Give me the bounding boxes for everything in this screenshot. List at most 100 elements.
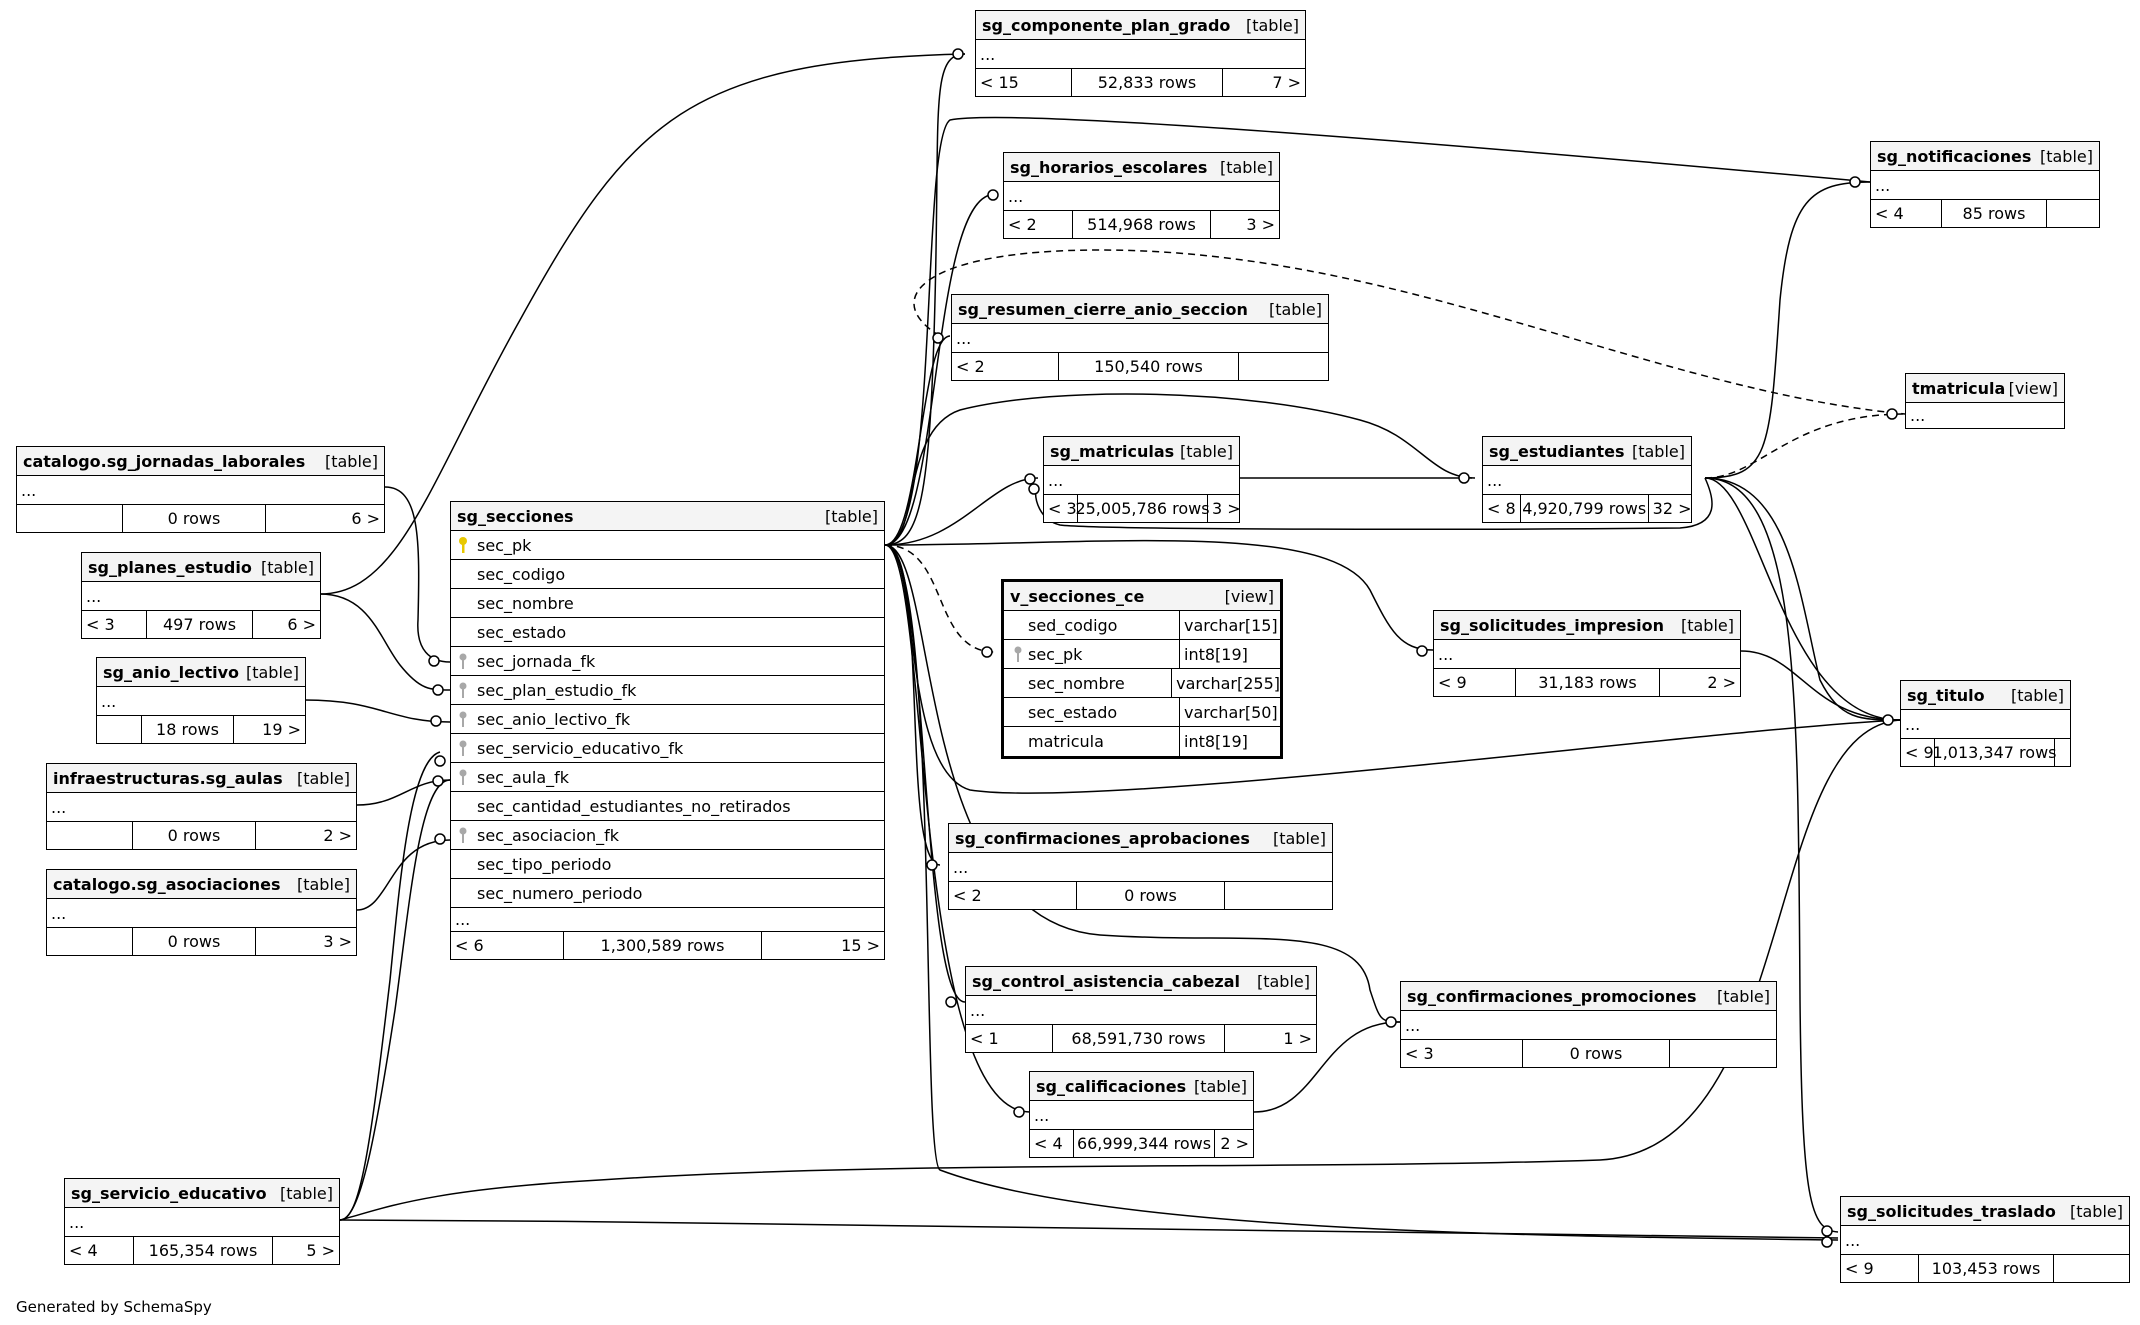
table-header: sg_titulo[table]: [1901, 681, 2070, 710]
edge-secciones-impresion: [884, 539, 1434, 651]
primary-key-icon: [459, 537, 467, 553]
child-count: [1225, 882, 1332, 909]
table-name: sg_anio_lectivo: [103, 662, 240, 682]
foreign-key-icon: [459, 682, 467, 698]
edge-anio-secciones: [304, 699, 451, 723]
column-name: sec_cantidad_estudiantes_no_retirados: [477, 796, 791, 816]
column-row[interactable]: sec_codigo: [451, 560, 884, 589]
table-box[interactable]: sg_confirmaciones_promociones[table] ...…: [1400, 981, 1777, 1068]
row-count: 514,968 rows: [1073, 211, 1211, 238]
column-name: sed_codigo: [1004, 611, 1180, 639]
column-row[interactable]: sec_nombre: [451, 589, 884, 618]
table-body: ...: [65, 1208, 339, 1237]
table-body: ...: [966, 996, 1316, 1025]
child-count: [2055, 739, 2070, 766]
connector-end: [1849, 176, 1861, 188]
column-type: varchar[50]: [1184, 702, 1278, 722]
table-kind: [table]: [296, 768, 350, 788]
table-box[interactable]: sg_resumen_cierre_anio_seccion[table] ..…: [951, 294, 1329, 381]
connector-end: [1013, 1106, 1025, 1118]
column-row[interactable]: sec_servicio_educativo_fk: [451, 734, 884, 763]
column-name: sec_asociacion_fk: [477, 825, 620, 845]
column-row[interactable]: sec_aula_fk: [451, 763, 884, 792]
column-name: sec_aula_fk: [477, 767, 570, 787]
table-name: sg_componente_plan_grado: [982, 15, 1231, 35]
table-kind: [table]: [260, 557, 314, 577]
parent-count: [47, 822, 133, 849]
column-name: sec_estado: [1004, 698, 1180, 726]
column-row[interactable]: sec_estado: [451, 618, 884, 647]
column-type: int8[19]: [1184, 644, 1248, 664]
column-row[interactable]: sec_numero_periodo: [451, 879, 884, 908]
table-kind: [table]: [1256, 971, 1310, 991]
parent-count: < 15: [976, 69, 1072, 96]
secciones-table[interactable]: sg_secciones[table] sec_pk sec_codigo se…: [450, 501, 885, 960]
table-box[interactable]: infraestructuras.sg_aulas[table] ... 0 r…: [46, 763, 357, 850]
table-name: sg_planes_estudio: [88, 557, 252, 577]
table-name: tmatricula: [1912, 378, 2006, 398]
table-kind: [view]: [2008, 378, 2058, 398]
column-row[interactable]: sec_cantidad_estudiantes_no_retirados: [451, 792, 884, 821]
table-box[interactable]: sg_control_asistencia_cabezal[table] ...…: [965, 966, 1317, 1053]
table-header: sg_matriculas[table]: [1044, 437, 1239, 466]
table-body: ...: [82, 582, 320, 611]
table-kind: [table]: [2069, 1201, 2123, 1221]
column-row[interactable]: sec_anio_lectivo_fk: [451, 705, 884, 734]
table-kind: [table]: [279, 1183, 333, 1203]
column-row[interactable]: sec_plan_estudio_fk: [451, 676, 884, 705]
connector-end: [1385, 1016, 1397, 1028]
column-row[interactable]: sec_jornada_fk: [451, 647, 884, 676]
table-box[interactable]: catalogo.sg_jornadas_laborales[table] ..…: [16, 446, 385, 533]
row-count: 31,183 rows: [1516, 669, 1660, 696]
parent-count: < 3: [1401, 1040, 1523, 1067]
table-kind: [table]: [1272, 828, 1326, 848]
column-row[interactable]: sec_pk: [451, 531, 884, 560]
table-header: catalogo.sg_jornadas_laborales[table]: [17, 447, 384, 476]
table-header: infraestructuras.sg_aulas [table]: [47, 764, 356, 793]
table-name: infraestructuras.sg_aulas: [53, 768, 283, 788]
table-box[interactable]: tmatricula[view] ...: [1905, 373, 2065, 429]
table-box[interactable]: sg_confirmaciones_aprobaciones[table] ..…: [948, 823, 1333, 910]
row-count: 0 rows: [1523, 1040, 1670, 1067]
foreign-key-icon: [459, 769, 467, 785]
table-box[interactable]: catalogo.sg_asociaciones[table] ... 0 ro…: [46, 869, 357, 956]
column-row[interactable]: sec_asociacion_fk: [451, 821, 884, 850]
table-box[interactable]: sg_componente_plan_grado[table] ... < 15…: [975, 10, 1306, 97]
table-body: ...: [1910, 406, 1926, 425]
edge-secciones-horarios: [884, 194, 991, 546]
parent-count: < 2: [949, 882, 1077, 909]
table-body: ...: [47, 793, 356, 822]
connector-end: [430, 715, 442, 727]
column-name: sec_estado: [477, 622, 567, 642]
table-header: sg_anio_lectivo[table]: [97, 658, 305, 687]
table-kind: [table]: [1680, 615, 1734, 635]
column-row[interactable]: sec_tipo_periodo: [451, 850, 884, 879]
table-name: sg_solicitudes_traslado: [1847, 1201, 2056, 1221]
table-kind: [table]: [324, 451, 378, 471]
table-body: ...: [952, 324, 1328, 353]
